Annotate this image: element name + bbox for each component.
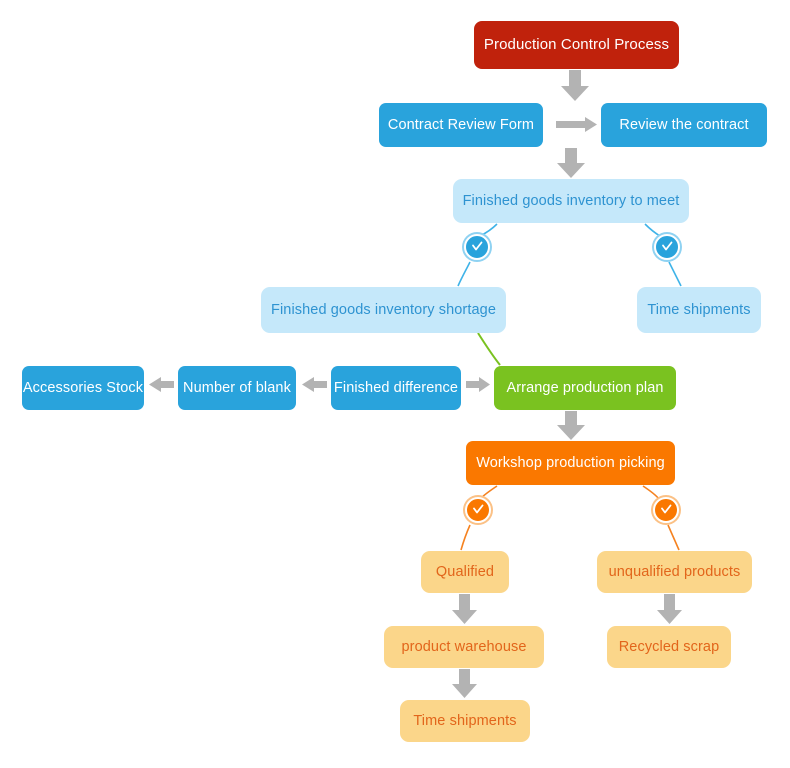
node-recycled-scrap[interactable]: Recycled scrap [607,626,731,668]
node-label: Accessories Stock [22,379,144,396]
node-finished-difference[interactable]: Finished difference [331,366,461,410]
check-glyph [662,241,673,251]
check-circle-icon[interactable] [464,234,490,260]
node-unqualified-products[interactable]: unqualified products [597,551,752,593]
edge-arrange-to-workshop [557,411,585,440]
check-circle-icon[interactable] [654,234,680,260]
node-label: unqualified products [608,563,741,580]
edge-fg-short-to-arrange [477,332,501,366]
node-workshop-production-picking[interactable]: Workshop production picking [466,441,675,485]
node-product-warehouse[interactable]: product warehouse [384,626,544,668]
node-label: Time shipments [647,301,751,318]
edge-number-of-blank-to-accessories-stock [149,377,174,392]
node-production-control-process[interactable]: Production Control Process [474,21,679,69]
node-number-of-blank[interactable]: Number of blank [178,366,296,410]
edge-unqualified-to-recycled-scrap [657,594,682,624]
node-label: Arrange production plan [506,379,664,396]
node-finished-goods-inventory-shortage[interactable]: Finished goods inventory shortage [261,287,506,333]
edge-finished-difference-to-number-of-blank [302,377,327,392]
check-circle-icon[interactable] [465,497,491,523]
node-time-shipments-upper[interactable]: Time shipments [637,287,761,333]
node-label: Workshop production picking [476,454,665,471]
check-glyph [472,241,483,251]
node-label: Finished goods inventory to meet [462,192,680,209]
node-label: Contract Review Form [387,116,535,133]
node-contract-review-form[interactable]: Contract Review Form [379,103,543,147]
node-arrange-production-plan[interactable]: Arrange production plan [494,366,676,410]
node-label: Production Control Process [483,36,670,54]
check-glyph [661,504,672,514]
check-circle-icon[interactable] [653,497,679,523]
edge-contract-form-to-fg-meet [557,148,585,178]
node-label: Recycled scrap [618,638,720,655]
edge-arrange-to-finished-difference [466,377,490,392]
node-label: Number of blank [183,379,291,396]
node-label: Qualified [435,563,495,580]
node-label: Time shipments [413,712,517,729]
node-label: Finished goods inventory shortage [271,301,496,318]
edge-qualified-to-product-warehouse [452,594,477,624]
node-review-the-contract[interactable]: Review the contract [601,103,767,147]
node-label: Review the contract [619,116,749,133]
check-glyph [473,504,484,514]
edge-root-to-contract-form [561,70,589,101]
node-time-shipments-lower[interactable]: Time shipments [400,700,530,742]
node-qualified[interactable]: Qualified [421,551,509,593]
node-finished-goods-inventory-to-meet[interactable]: Finished goods inventory to meet [453,179,689,223]
edge-contract-form-to-review [556,117,597,132]
node-accessories-stock[interactable]: Accessories Stock [22,366,144,410]
edge-product-warehouse-to-time-shipments [452,669,477,698]
node-label: product warehouse [401,638,527,655]
node-label: Finished difference [333,379,459,396]
